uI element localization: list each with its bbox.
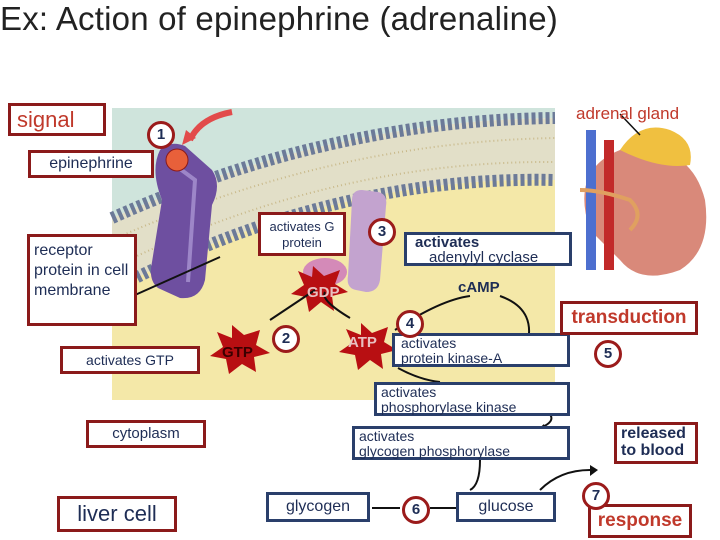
gtp-label: GTP [222,344,253,361]
g-protein-box: activates G protein [258,212,346,256]
arrow-atp-loop [323,291,351,319]
ureter [579,188,640,232]
receptor-pointer [134,256,221,296]
arrow-response-head [590,465,598,476]
phosphorylase-kinase-box: activates phosphorylase kinase [374,382,570,416]
transduction-box: transduction [560,301,698,335]
extracellular-space [112,108,555,218]
gtp-star [210,325,270,374]
arrow-to-response [539,469,591,491]
step-6: 6 [402,496,430,524]
receptor-box: receptor protein in cell membrane [27,234,137,326]
step-5: 5 [594,340,622,368]
step-1: 1 [147,121,175,149]
adenylyl-cyclase-shape [347,190,387,292]
activates-gtp-box: activates GTP [60,346,200,374]
response-box: response [588,504,692,538]
arrow-gp-to-glucose [469,459,481,491]
adrenal-gland-shape [620,127,691,166]
kidney-shape [584,148,707,276]
camp-label: cAMP [458,279,500,296]
step-3: 3 [368,218,396,246]
glycogen-box: glycogen [266,492,370,522]
cytoplasm-box: cytoplasm [86,420,206,448]
adrenal-pointer [619,113,641,136]
artery [604,140,614,270]
step-7: 7 [582,482,610,510]
epinephrine-molecule [165,148,189,172]
arrow-gtp-to-gdp [269,289,316,321]
epinephrine-box: epinephrine [28,150,154,178]
adrenal-gland-label: adrenal gland [576,104,680,123]
gdp-star [291,266,348,312]
glycogen-phosphorylase-box: activates glycogen phosphorylase [352,426,570,460]
page-title: Ex: Action of epinephrine (adrenaline) [0,0,558,37]
receptor-shape [150,143,217,299]
vein [586,130,596,270]
adenylyl-cyclase-box: activates adenylyl cyclase [404,232,572,266]
gdp-label: GDP [307,284,340,301]
signal-box: signal [8,103,106,136]
atp-star [339,323,397,370]
protein-kinase-a-box: activates protein kinase-A [392,333,570,367]
atp-label: ATP [348,334,377,351]
liver-cell-box: liver cell [57,496,177,532]
arrow-pka-to-pk [397,367,441,383]
step-4: 4 [396,310,424,338]
glucose-box: glucose [456,492,556,522]
released-to-blood-box: released to blood [614,422,698,464]
step-2: 2 [272,325,300,353]
signal-arrow-head [182,130,196,145]
